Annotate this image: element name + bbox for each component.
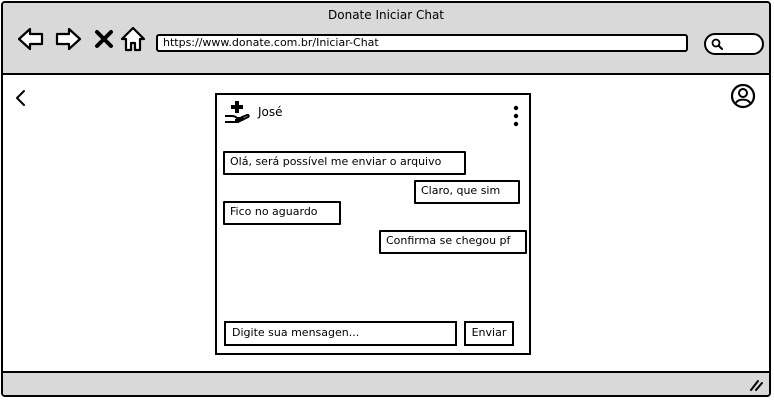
address-bar[interactable]: https://www.donate.com.br/Iniciar-Chat xyxy=(156,34,688,52)
message-received: Fico no aguardo xyxy=(223,201,341,225)
more-vertical-icon[interactable] xyxy=(512,105,520,127)
home-icon[interactable] xyxy=(119,25,147,53)
contact-name: José xyxy=(258,105,283,119)
arrow-right-icon[interactable] xyxy=(54,25,82,53)
message-received: Olá, será possível me enviar o arquivo xyxy=(223,151,466,175)
user-circle-icon[interactable] xyxy=(730,83,756,109)
chat-window: José Olá, será possível me enviar o arqu… xyxy=(215,93,531,355)
status-bar xyxy=(3,371,769,395)
browser-titlebar: Donate Iniciar Chat https://www.donate.c… xyxy=(3,3,769,75)
page-content: José Olá, será possível me enviar o arqu… xyxy=(3,75,769,373)
search-icon xyxy=(711,38,723,50)
chevron-left-icon[interactable] xyxy=(11,88,31,108)
search-field[interactable] xyxy=(704,33,764,55)
message-sent: Confirma se chegou pf xyxy=(379,230,527,254)
close-icon[interactable] xyxy=(90,25,118,53)
send-button[interactable]: Enviar xyxy=(464,321,514,346)
message-input[interactable]: Digite sua mensagen... xyxy=(224,321,457,346)
donation-hand-icon xyxy=(225,101,250,123)
arrow-left-icon[interactable] xyxy=(17,25,45,53)
message-sent: Claro, que sim xyxy=(414,180,520,204)
window-title: Donate Iniciar Chat xyxy=(328,8,444,22)
resize-grip-icon[interactable] xyxy=(749,377,763,391)
